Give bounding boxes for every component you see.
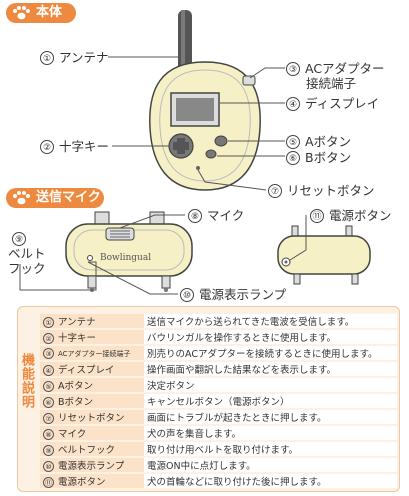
table-cell-name: ④ ディスプレイ — [40, 362, 144, 376]
row-number: ④ — [43, 365, 54, 376]
table-cell-name: ⑧ マイク — [40, 426, 144, 440]
paw-icon — [13, 6, 30, 20]
table-cell-desc: 電源ON中に点灯します。 — [144, 458, 397, 472]
table-row: ⑦ リセットボタン 画面にトラブルが起きたときに押します。 — [40, 410, 397, 424]
table-cell-name: ⑨ ベルトフック — [40, 442, 144, 456]
row-name: アンテナ — [58, 317, 96, 328]
row-number: ⑪ — [43, 477, 54, 488]
row-name: ディスプレイ — [58, 365, 115, 376]
table-cell-desc: 犬の首輪などに取り付けた後に押します。 — [144, 474, 397, 488]
table-cell-name: ⑤ Aボタン — [40, 378, 144, 392]
table-cell-desc: 操作画面や翻訳した結果などを表示します。 — [144, 362, 397, 376]
row-number: ⑩ — [43, 461, 54, 472]
table-row: ⑤ Aボタン 決定ボタン — [40, 378, 397, 392]
row-name: マイク — [58, 429, 87, 440]
table-cell-desc: 別売りのACアダプターを接続するときに使用します。 — [144, 346, 397, 360]
function-table-side-label: 機能説明 — [19, 353, 34, 409]
section-header-main-unit: 本体 — [6, 3, 76, 23]
table-row: ② 十字キー バウリンガルを操作するときに使用します。 — [40, 330, 397, 344]
row-number: ③ — [43, 347, 54, 359]
section-title: 送信マイク — [36, 190, 101, 205]
row-name: Aボタン — [58, 381, 93, 392]
table-cell-desc: 送信マイクから送られてきた電波を受信します。 — [144, 314, 397, 328]
row-number: ⑤ — [43, 381, 54, 392]
row-name: リセットボタン — [58, 413, 125, 424]
table-cell-desc: 画面にトラブルが起きたときに押します。 — [144, 410, 397, 424]
row-number: ⑨ — [43, 445, 54, 456]
function-table: ① アンテナ 送信マイクから送られてきた電波を受信します。 ② 十字キー バウリンガルを操… — [40, 312, 397, 490]
table-cell-name: ⑦ リセットボタン — [40, 410, 144, 424]
table-cell-name: ⑥ Bボタン — [40, 394, 144, 408]
main-unit-body — [149, 61, 261, 191]
callout-belt-hook: ⑨ ベルト フック — [8, 231, 46, 276]
row-name: 電源ボタン — [58, 477, 106, 488]
table-cell-desc: バウリンガルを操作するときに使用します。 — [144, 330, 397, 344]
row-name: ACアダプター接続端子 — [58, 349, 131, 358]
row-name: 十字キー — [58, 333, 97, 344]
device-logo-text: Bowlingual — [100, 253, 151, 263]
row-name: ベルトフック — [58, 445, 116, 456]
row-name: 電源表示ランプ — [58, 461, 125, 472]
table-row: ⑩ 電源表示ランプ 電源ON中に点灯します。 — [40, 458, 397, 472]
table-cell-name: ③ ACアダプター接続端子 — [40, 346, 144, 360]
row-number: ⑧ — [43, 429, 54, 440]
table-cell-desc: 決定ボタン — [144, 378, 397, 392]
table-cell-desc: 犬の声を集音します。 — [144, 426, 397, 440]
table-cell-name: ① アンテナ — [40, 314, 144, 328]
transmitter-front — [65, 211, 193, 292]
table-row: ⑧ マイク 犬の声を集音します。 — [40, 426, 397, 440]
table-cell-name: ⑪ 電源ボタン — [40, 474, 144, 488]
section-header-transmitter: 送信マイク — [6, 188, 104, 208]
table-cell-desc: キャンセルボタン（電源ボタン） — [144, 394, 397, 408]
paw-icon — [13, 191, 30, 205]
row-number: ⑥ — [43, 397, 54, 408]
transmitter-side — [277, 225, 371, 285]
table-cell-desc: 取り付け用ベルトを取り付けます。 — [144, 442, 397, 456]
device-illustration: Bowlingual — [19, 10, 371, 295]
row-number: ① — [43, 317, 54, 328]
row-number: ② — [43, 333, 54, 344]
section-title: 本体 — [36, 5, 63, 20]
table-row: ⑥ Bボタン キャンセルボタン（電源ボタン） — [40, 394, 397, 408]
table-row: ⑪ 電源ボタン 犬の首輪などに取り付けた後に押します。 — [40, 474, 397, 488]
function-table-panel: 機能説明 ① アンテナ 送信マイクから送られてきた電波を受信します。 ② 十字キー バウリ… — [17, 306, 400, 492]
antenna-shape — [178, 10, 192, 80]
table-cell-name: ② 十字キー — [40, 330, 144, 344]
table-cell-name: ⑩ 電源表示ランプ — [40, 458, 144, 472]
row-name: Bボタン — [58, 397, 94, 408]
row-number: ⑦ — [43, 413, 54, 424]
table-row: ① アンテナ 送信マイクから送られてきた電波を受信します。 — [40, 314, 397, 328]
table-row: ④ ディスプレイ 操作画面や翻訳した結果などを表示します。 — [40, 362, 397, 376]
table-row: ⑨ ベルトフック 取り付け用ベルトを取り付けます。 — [40, 442, 397, 456]
table-row: ③ ACアダプター接続端子 別売りのACアダプターを接続するときに使用します。 — [40, 346, 397, 360]
